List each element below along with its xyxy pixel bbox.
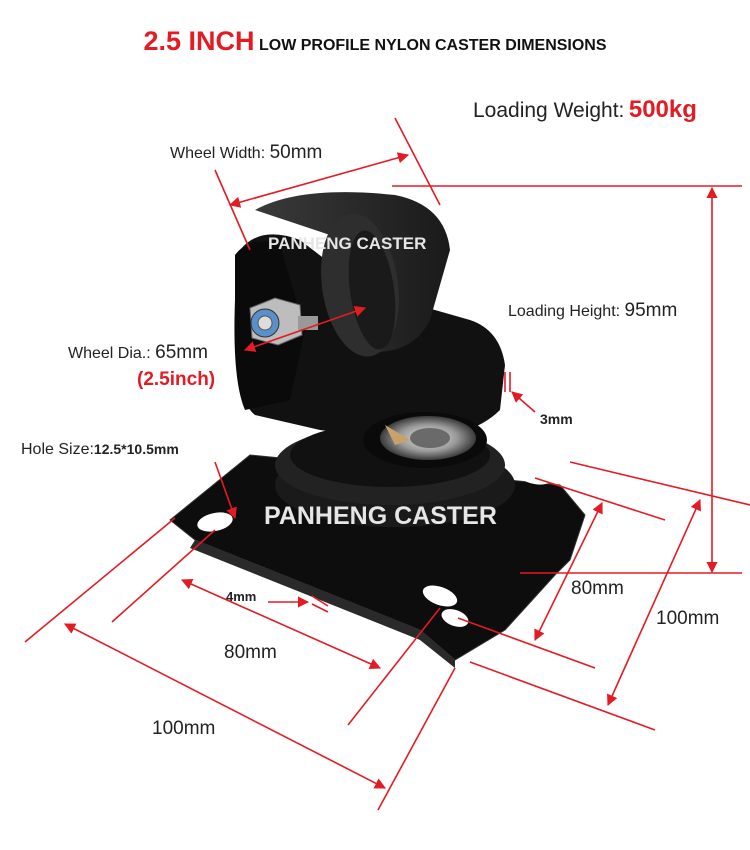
loading-weight-label: Loading Weight:: [473, 99, 625, 122]
plate-side-hole-dim: 80mm: [571, 578, 624, 599]
loading-height-value: 95mm: [624, 300, 678, 321]
loading-weight-value: 500kg: [628, 96, 697, 123]
loading-height-label: Loading Height:: [508, 303, 621, 320]
hole-size: Hole Size:12.5*10.5mm: [21, 441, 179, 459]
wheel-dia-label: Wheel Dia.:: [68, 345, 151, 362]
hole-size-value: 12.5*10.5mm: [93, 441, 179, 457]
plate-front-total-dim: 100mm: [152, 718, 216, 739]
plate-hole: [422, 585, 458, 607]
hole-size-label: Hole Size:: [21, 441, 94, 458]
title-subtitle: LOW PROFILE NYLON CASTER DIMENSIONS: [258, 37, 607, 54]
plate-hole: [517, 465, 553, 485]
loading-weight: Loading Weight: 500kg: [473, 96, 697, 124]
plate-side-total-dim: 100mm: [656, 608, 720, 629]
title-size: 2.5 INCH: [143, 26, 255, 56]
brand-plate: PANHENG CASTER: [264, 502, 497, 530]
wheel-width: Wheel Width: 50mm: [170, 142, 322, 164]
wheel-dia-value: 65mm: [155, 342, 208, 363]
wheel-width-label: Wheel Width:: [170, 145, 266, 162]
wheel-width-value: 50mm: [269, 142, 323, 163]
plate-hole: [441, 609, 469, 627]
thickness-plate: 4mm: [226, 589, 257, 604]
plate-front-hole-dim: 80mm: [224, 642, 277, 663]
thickness-top: 3mm: [540, 411, 573, 427]
page-title: 2.5 INCH LOW PROFILE NYLON CASTER DIMENS…: [0, 26, 750, 57]
wheel-dia: Wheel Dia.: 65mm: [68, 342, 208, 364]
loading-height: Loading Height: 95mm: [508, 300, 677, 322]
wheel-dia-inch: (2.5inch): [137, 369, 216, 390]
plate-hole: [197, 512, 233, 532]
brand-wheel: PANHENG CASTER: [268, 234, 427, 253]
